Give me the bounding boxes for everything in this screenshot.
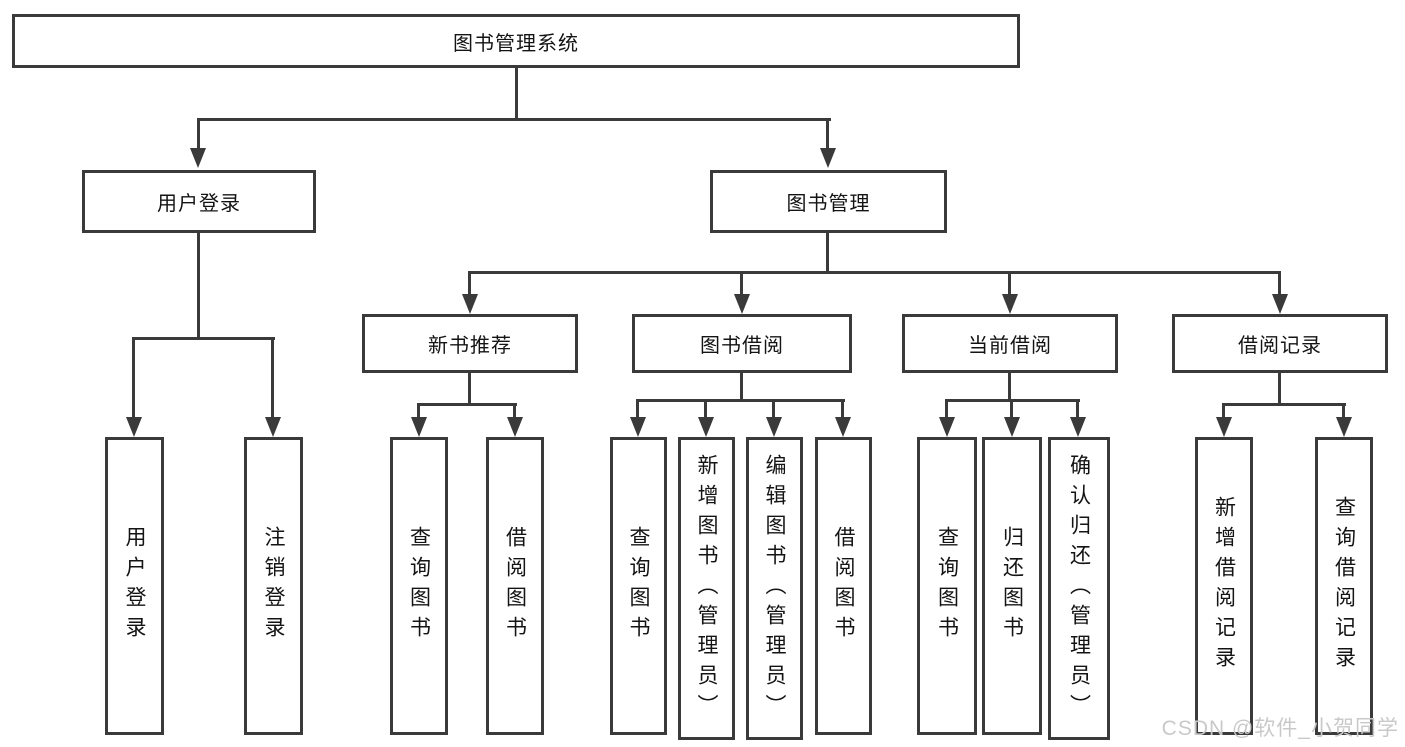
connector-line [1010,402,1013,419]
arrow-down-icon [698,417,714,437]
arrow-down-icon [462,294,478,314]
connector-line [636,402,639,419]
connector-line [636,399,845,402]
connector-line [1278,373,1281,406]
arrow-down-icon [126,417,142,437]
connector-line [1342,406,1345,419]
arrow-down-icon [820,148,836,168]
connector-line [197,118,831,121]
connector-line [826,233,829,274]
connector-line [841,402,844,419]
connector-line [772,402,775,419]
arrow-down-icon [766,417,782,437]
connector-line [132,340,135,419]
connector-line [468,271,1281,274]
leaf-query-books-recommend: 查询图书 [390,437,448,735]
leaf-return-books: 归还图书 [982,437,1042,735]
connector-line [826,121,829,150]
watermark-text: CSDN @软件_小贺同学 [1161,717,1399,740]
leaf-edit-books-admin: 编辑图书（管理员） [746,437,803,740]
connector-line [945,402,948,419]
leaf-add-borrow-record: 新增借阅记录 [1195,437,1253,735]
leaf-query-books-borrow: 查询图书 [610,437,667,735]
connector-line [515,68,518,121]
node-book-management: 图书管理 [710,170,947,233]
connector-line [417,403,517,406]
connector-line [271,340,274,419]
connector-line [197,121,200,150]
node-new-book-recommend: 新书推荐 [362,314,578,373]
arrow-down-icon [265,417,281,437]
arrow-down-icon [507,417,523,437]
arrow-down-icon [1272,294,1288,314]
arrow-down-icon [1002,294,1018,314]
leaf-logout: 注销登录 [244,437,303,735]
leaf-add-books-admin: 新增图书（管理员） [678,437,735,740]
node-current-borrow: 当前借阅 [902,314,1118,373]
connector-line [1008,274,1011,296]
connector-line [513,406,516,419]
leaf-confirm-return-admin: 确认归还（管理员） [1048,437,1110,740]
arrow-down-icon [1070,417,1086,437]
connector-line [1278,274,1281,296]
leaf-borrow-books: 借阅图书 [815,437,872,735]
connector-line [1008,373,1011,402]
connector-line [468,274,471,296]
connector-line [1076,402,1079,419]
node-root: 图书管理系统 [12,14,1020,68]
node-book-borrow: 图书借阅 [632,314,852,373]
arrow-down-icon [1216,417,1232,437]
arrow-down-icon [1336,417,1352,437]
arrow-down-icon [411,417,427,437]
connector-line [417,406,420,419]
arrow-down-icon [190,148,206,168]
connector-line [132,337,275,340]
arrow-down-icon [734,294,750,314]
arrow-down-icon [835,417,851,437]
connector-line [945,399,1080,402]
leaf-query-books-current: 查询图书 [917,437,977,735]
connector-line [740,373,743,402]
connector-line [740,274,743,296]
leaf-query-borrow-record: 查询借阅记录 [1315,437,1373,735]
connector-line [1222,406,1225,419]
connector-line [468,373,471,406]
node-borrow-records: 借阅记录 [1172,314,1388,373]
arrow-down-icon [1004,417,1020,437]
leaf-user-login: 用户登录 [105,437,164,735]
connector-line [704,402,707,419]
leaf-borrow-books-recommend: 借阅图书 [486,437,544,735]
node-user-login: 用户登录 [82,170,316,233]
connector-line [1222,403,1346,406]
connector-line [197,233,200,337]
arrow-down-icon [630,417,646,437]
arrow-down-icon [939,417,955,437]
